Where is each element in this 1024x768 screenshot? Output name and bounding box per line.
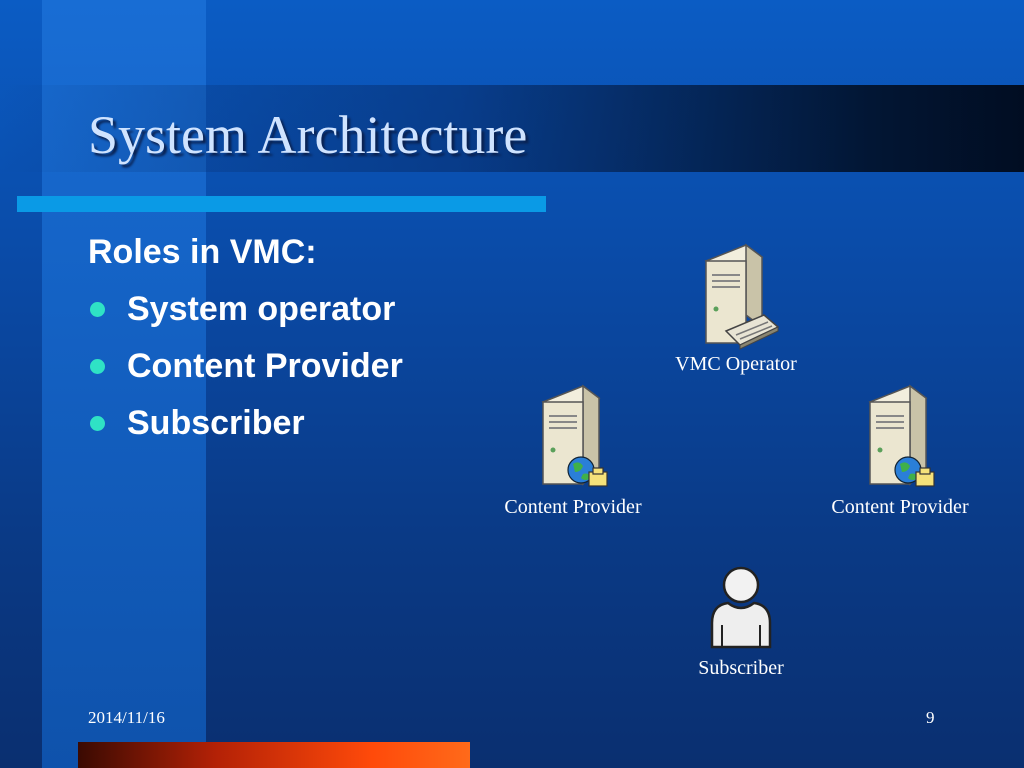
bullet-item: System operator [88, 289, 403, 329]
title-underline-rule [17, 196, 546, 212]
server-with-globe-icon [868, 384, 935, 487]
footer-date: 2014/11/16 [88, 708, 165, 727]
bullet-text: Content Provider [127, 347, 403, 385]
roles-heading: Roles in VMC: [88, 233, 317, 271]
node-label: Content Provider [504, 496, 642, 518]
node-label: VMC Operator [675, 353, 797, 375]
node-label: Subscriber [698, 657, 784, 679]
node-content-provider: Content Provider [805, 384, 995, 519]
bullet-item: Content Provider [88, 346, 403, 386]
bullet-dot-icon [90, 358, 105, 374]
server-with-keyboard-icon [704, 243, 780, 350]
title-band [0, 85, 1024, 172]
bullet-text: System operator [127, 290, 396, 328]
roles-list: Roles in VMC: System operator Content Pr… [88, 232, 403, 460]
bullet-text: Subscriber [127, 404, 305, 442]
bullet-dot-icon [90, 301, 105, 317]
footer-page-number: 9 [926, 708, 935, 727]
slide-title: System Architecture [88, 105, 528, 165]
server-with-globe-icon [541, 384, 608, 487]
bottom-accent-bar [78, 742, 470, 768]
user-icon [710, 566, 772, 649]
node-vmc-operator: VMC Operator [656, 243, 816, 376]
node-content-provider: Content Provider [478, 384, 668, 519]
bullet-item: Subscriber [88, 403, 403, 443]
bullet-dot-icon [90, 415, 105, 431]
node-subscriber: Subscriber [671, 565, 811, 680]
node-label: Content Provider [831, 496, 969, 518]
